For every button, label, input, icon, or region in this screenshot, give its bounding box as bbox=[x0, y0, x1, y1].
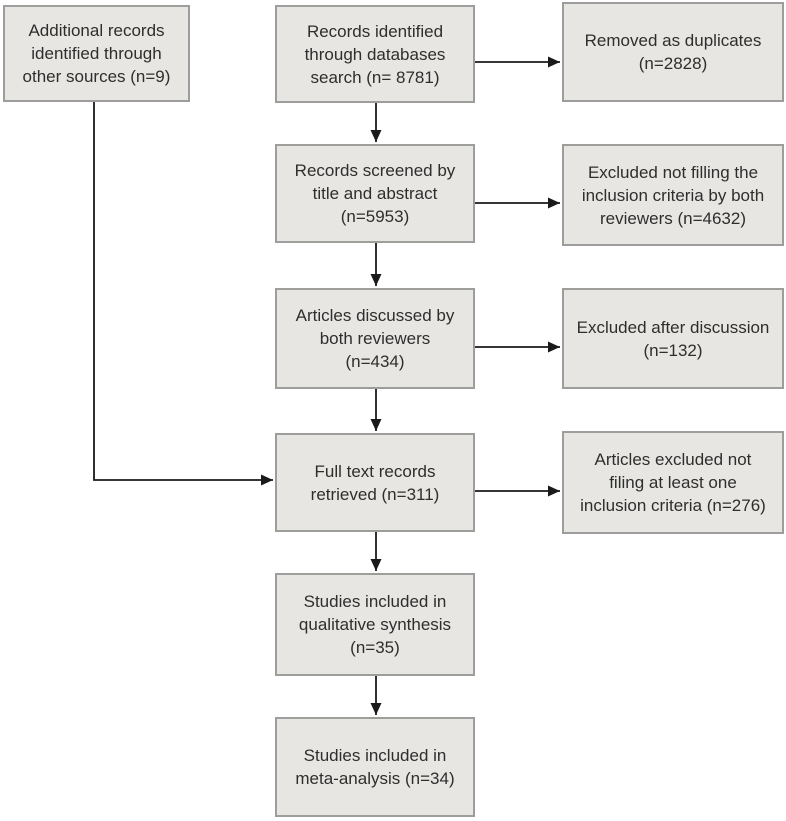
box-label: Excluded after discussion (n=132) bbox=[576, 317, 770, 360]
box-label: Additional records identified through ot… bbox=[22, 21, 171, 86]
box-label: Records identified through databases sea… bbox=[304, 21, 446, 87]
flow-box-meta-analysis: Studies included in meta-analysis (n=34) bbox=[275, 717, 475, 817]
flow-box-additional-records: Additional records identified through ot… bbox=[3, 5, 190, 102]
flow-box-excluded-inclusion-criteria: Excluded not filling the inclusion crite… bbox=[562, 144, 784, 246]
box-label: Excluded not filling the inclusion crite… bbox=[581, 162, 765, 228]
flow-box-qualitative-synthesis: Studies included in qualitative synthesi… bbox=[275, 573, 475, 676]
box-label: Articles discussed by both reviewers (n=… bbox=[295, 306, 455, 371]
box-label: Studies included in meta-analysis (n=34) bbox=[295, 746, 455, 788]
box-label: Studies included in qualitative synthesi… bbox=[298, 592, 452, 657]
flow-box-removed-duplicates: Removed as duplicates (n=2828) bbox=[562, 2, 784, 102]
box-label: Articles excluded not filing at least on… bbox=[580, 450, 766, 515]
box-label: Removed as duplicates (n=2828) bbox=[584, 31, 762, 73]
flow-box-articles-discussed: Articles discussed by both reviewers (n=… bbox=[275, 288, 475, 389]
flow-box-full-text-retrieved: Full text records retrieved (n=311) bbox=[275, 433, 475, 532]
flow-box-records-screened: Records screened by title and abstract (… bbox=[275, 144, 475, 243]
flow-box-records-identified: Records identified through databases sea… bbox=[275, 5, 475, 103]
flow-box-excluded-after-discussion: Excluded after discussion (n=132) bbox=[562, 288, 784, 389]
flow-box-articles-excluded: Articles excluded not filing at least on… bbox=[562, 431, 784, 534]
box-label: Records screened by title and abstract (… bbox=[294, 161, 456, 226]
box-label: Full text records retrieved (n=311) bbox=[310, 461, 440, 504]
